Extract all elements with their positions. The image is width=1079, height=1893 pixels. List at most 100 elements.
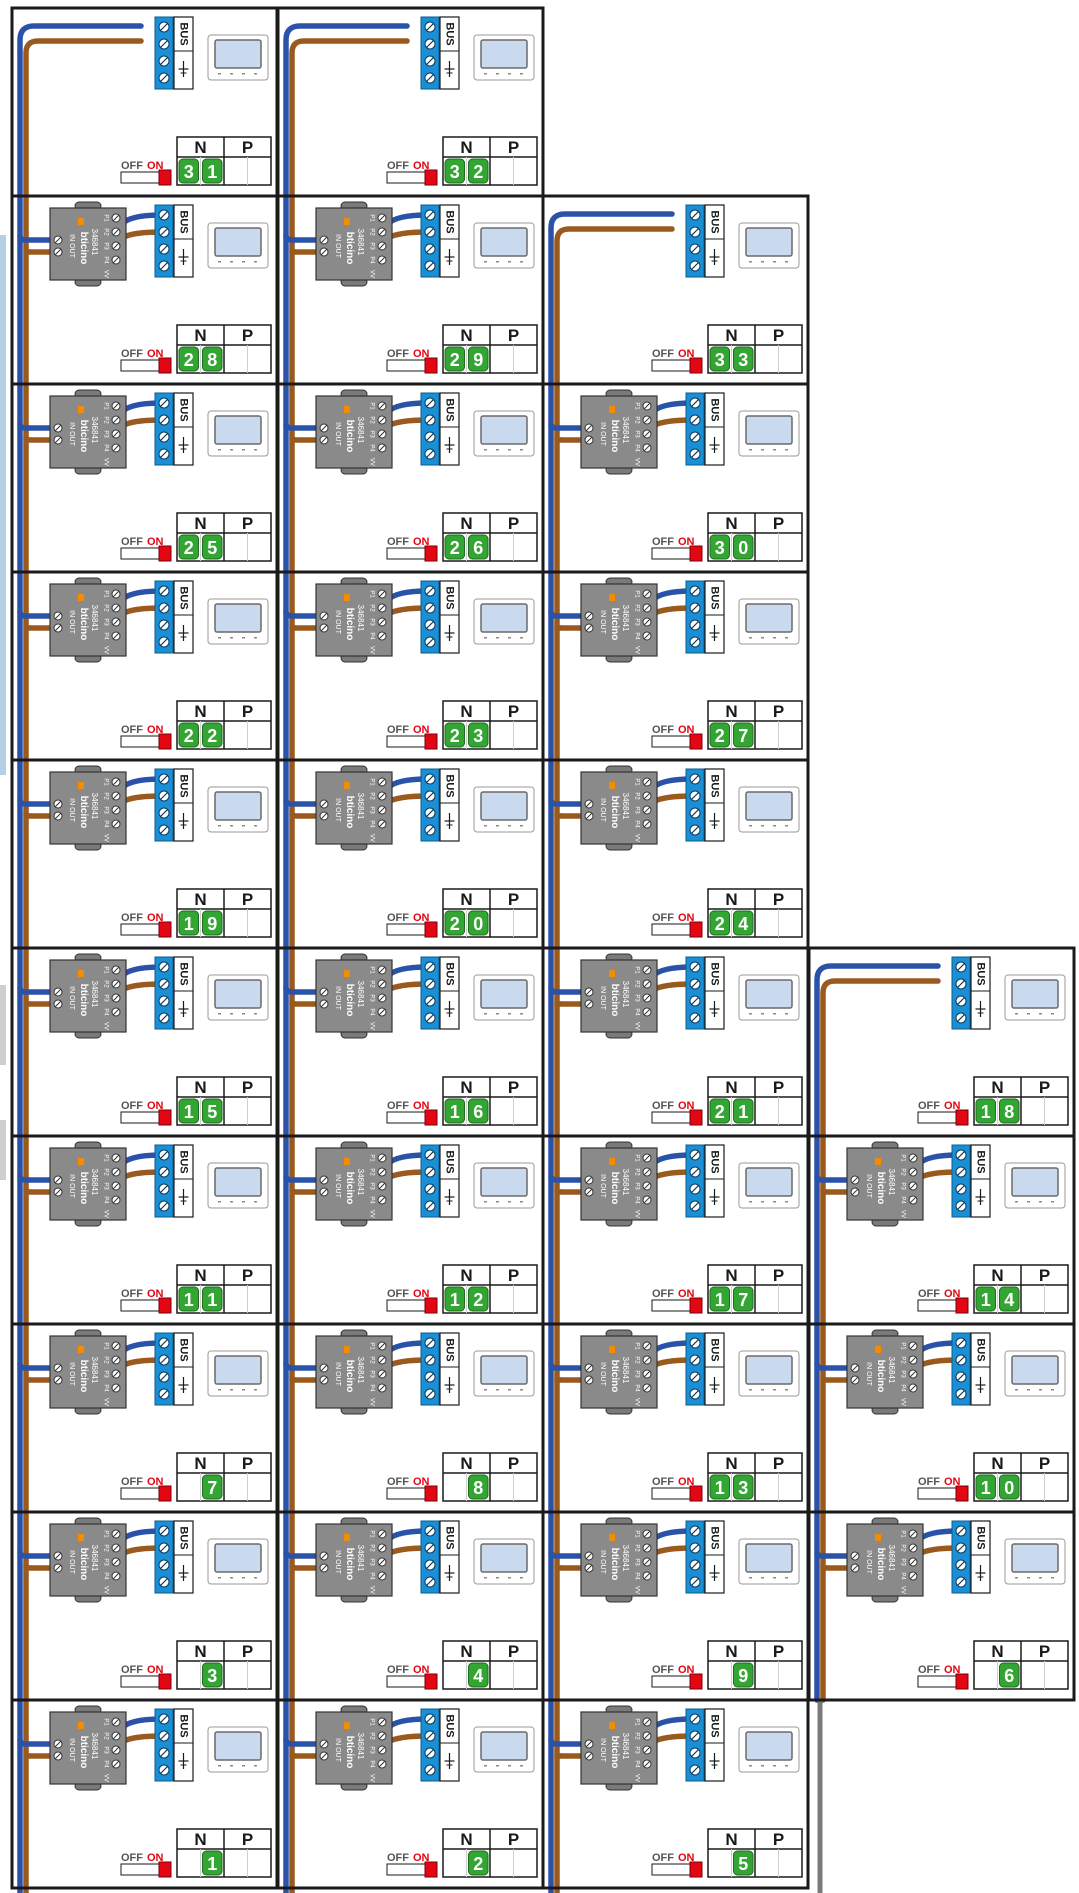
interface-brand-logo xyxy=(78,1534,84,1541)
interface-brand-logo xyxy=(609,970,615,977)
interface-pin-slot xyxy=(643,590,651,598)
interface-pin-label: P2 xyxy=(368,1544,374,1552)
monitor-button xyxy=(761,1013,764,1015)
address-p-header: P xyxy=(773,1830,784,1849)
interface-pin-label: P1 xyxy=(368,1342,374,1350)
interface-pin-slot xyxy=(909,1168,917,1176)
interface-code: 346841 xyxy=(90,229,99,256)
screw-slot xyxy=(957,1527,965,1535)
terminal-block xyxy=(420,16,440,90)
bus-label: BUS xyxy=(444,774,456,797)
address-p-header: P xyxy=(1039,1078,1050,1097)
interface-vv-label: VV xyxy=(368,1774,374,1782)
monitor-screen xyxy=(1011,979,1059,1009)
interface-brand-logo xyxy=(609,1158,615,1165)
interface-code: 346841 xyxy=(356,605,365,632)
interface-pin-label: P3 xyxy=(899,1370,905,1378)
bus-wire xyxy=(23,1188,61,1195)
monitor-screen xyxy=(214,1543,262,1573)
interface-terminal-slot xyxy=(585,1376,593,1384)
switch-off-label: OFF xyxy=(121,160,143,172)
screw-slot xyxy=(160,1578,168,1586)
terminal-block xyxy=(951,956,971,1030)
monitor-button xyxy=(761,261,764,263)
interface-code: 346841 xyxy=(356,1545,365,1572)
switch-on-label: ON xyxy=(413,912,430,924)
bus-wire xyxy=(554,1376,592,1383)
monitor-button xyxy=(218,1013,221,1015)
monitor-button xyxy=(761,825,764,827)
interface-pin-slot xyxy=(378,444,386,452)
monitor-button xyxy=(484,1389,487,1391)
monitor-button xyxy=(484,261,487,263)
interface-terminal-slot xyxy=(54,1188,62,1196)
interface-pin-slot xyxy=(909,1356,917,1364)
interface-pin-label: P3 xyxy=(899,1182,905,1190)
bus-label: BUS xyxy=(709,1714,721,1737)
terminal-label-box xyxy=(704,1332,725,1406)
interface-pin-slot xyxy=(378,1544,386,1552)
interface-pin-slot xyxy=(112,1008,120,1016)
interface-pin-slot xyxy=(378,1008,386,1016)
screw-slot xyxy=(691,1766,699,1774)
interface-brand: bticino xyxy=(609,796,620,829)
address-digit: 2 xyxy=(450,914,460,934)
interface-pin-slot xyxy=(643,994,651,1002)
address-p-header: P xyxy=(242,1642,253,1661)
dip-switch-lever xyxy=(424,545,438,562)
address-digit: 2 xyxy=(450,726,460,746)
interface-pin-slot xyxy=(378,1746,386,1754)
interface-terminal-slot xyxy=(54,812,62,820)
address-digit-box xyxy=(178,346,199,372)
screw-slot xyxy=(691,775,699,783)
address-digit: 3 xyxy=(715,538,725,558)
interface-pin-label: P4 xyxy=(368,1384,374,1392)
terminal-block xyxy=(951,1520,971,1594)
interface-pin-slot xyxy=(909,1154,917,1162)
interface-brand-logo xyxy=(344,1534,350,1541)
monitor-button xyxy=(496,1013,499,1015)
interface-pin-slot xyxy=(378,1530,386,1538)
interface-terminal-slot xyxy=(585,1552,593,1560)
address-digit: 7 xyxy=(738,1290,748,1310)
monitor-button xyxy=(242,637,245,639)
screw-slot xyxy=(426,1168,434,1176)
interface-pin-slot xyxy=(112,1370,120,1378)
switch-off-label: OFF xyxy=(121,1664,143,1676)
interface-pin-label: P4 xyxy=(633,1760,639,1768)
interface-brand-logo xyxy=(78,406,84,413)
interface-vv-label: VV xyxy=(102,1210,108,1218)
interface-terminal-slot xyxy=(320,612,328,620)
interface-pin-label: P3 xyxy=(102,618,108,626)
screw-slot xyxy=(691,1390,699,1398)
screw-slot xyxy=(957,1339,965,1347)
address-digit: 2 xyxy=(715,1102,725,1122)
screw-slot xyxy=(160,1014,168,1022)
interface-pin-slot xyxy=(643,1760,651,1768)
interface-brand-logo xyxy=(875,1158,881,1165)
screw-slot xyxy=(160,228,168,236)
interface-pin-label: P2 xyxy=(368,416,374,424)
interface-pin-label: P3 xyxy=(368,994,374,1002)
monitor-button xyxy=(520,449,523,451)
address-digit: 1 xyxy=(207,1854,217,1874)
bus-wire xyxy=(23,248,61,255)
dip-switch-lever xyxy=(689,921,703,938)
interface-pin-slot xyxy=(643,1572,651,1580)
address-digit-box xyxy=(709,346,730,372)
screw-slot xyxy=(691,1339,699,1347)
monitor-button xyxy=(1039,1201,1042,1203)
interface-pin-slot xyxy=(378,820,386,828)
terminal-block xyxy=(685,1708,705,1782)
monitor-button xyxy=(761,1201,764,1203)
address-digit: 0 xyxy=(738,538,748,558)
interface-vv-label: VV xyxy=(368,1210,374,1218)
address-digit-box xyxy=(975,1098,996,1124)
switch-off-label: OFF xyxy=(652,1476,674,1488)
screw-slot xyxy=(160,57,168,65)
interface-brand: bticino xyxy=(609,984,620,1017)
switch-on-label: ON xyxy=(147,1852,164,1864)
